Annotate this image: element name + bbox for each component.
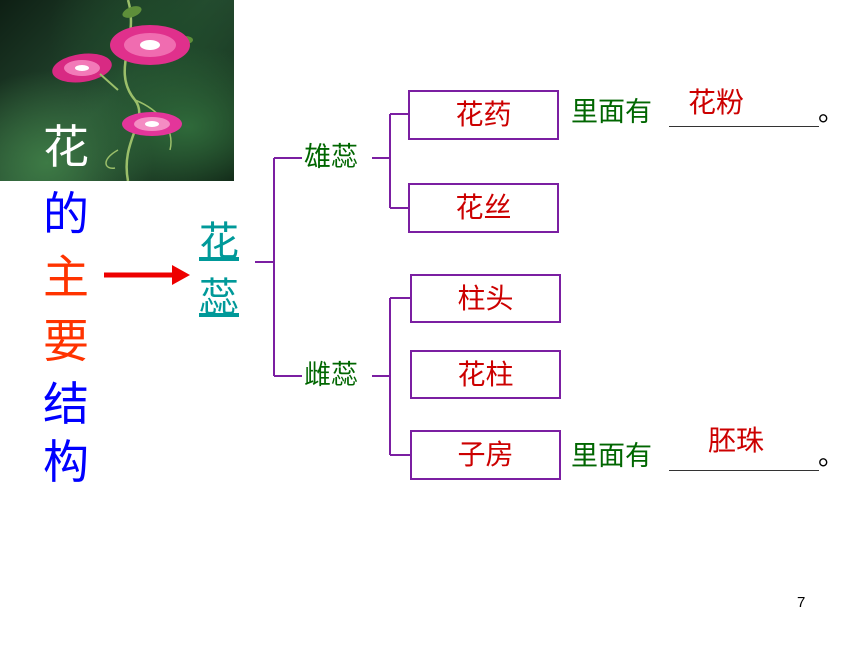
- branch-label-pistil: 雌蕊: [304, 360, 358, 391]
- fill-in-prefix: 里面有: [571, 441, 652, 472]
- part-box-style: 花柱: [410, 350, 561, 399]
- root-node-line2: 蕊: [199, 275, 239, 321]
- part-label: 花柱: [457, 357, 514, 391]
- title-char: 的: [43, 187, 89, 241]
- part-box-anther: 花药: [408, 90, 559, 140]
- title-char: 构: [43, 435, 89, 489]
- title-char: 花: [43, 120, 89, 174]
- title-char: 结: [43, 377, 89, 431]
- fill-in-period: 。: [818, 441, 845, 472]
- fill-in-period: 。: [818, 97, 845, 128]
- part-label: 花药: [455, 98, 512, 131]
- title-char: 主: [43, 250, 89, 304]
- morning-glory-photo: [0, 0, 234, 181]
- part-label: 子房: [457, 438, 514, 471]
- branch-label-stamen: 雄蕊: [304, 142, 358, 173]
- fill-in-blank: [669, 470, 819, 471]
- right-arrow-icon: [104, 265, 190, 285]
- fill-in-answer: 花粉: [688, 86, 745, 119]
- part-box-ovary: 子房: [410, 430, 561, 480]
- part-label: 花丝: [455, 191, 512, 224]
- fill-in-prefix: 里面有: [571, 97, 652, 128]
- part-box-filament: 花丝: [408, 183, 559, 233]
- fill-in-answer: 胚珠: [708, 424, 765, 457]
- part-label: 柱头: [457, 281, 514, 315]
- part-box-stigma: 柱头: [410, 274, 561, 323]
- fill-in-blank: [669, 126, 819, 127]
- title-char: 要: [43, 314, 89, 368]
- root-node-line1: 花: [199, 219, 239, 265]
- page-number: 7: [797, 594, 806, 611]
